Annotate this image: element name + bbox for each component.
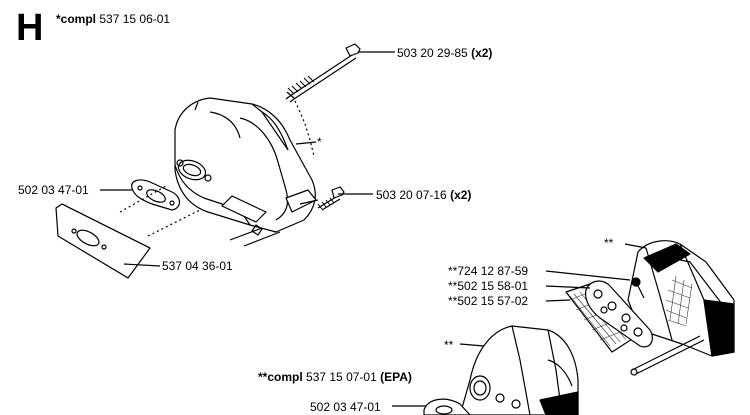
short-screw-quantity: (x2) bbox=[450, 188, 472, 202]
gasket-bottom-drawing bbox=[423, 398, 471, 415]
assembly-header: *compl 537 15 06-01 bbox=[56, 12, 170, 26]
epa-cover-marker: ** bbox=[604, 236, 614, 250]
spark-screw-label: **724 12 87-59 bbox=[448, 264, 529, 278]
assembly-part-number: 537 15 06-01 bbox=[99, 12, 171, 26]
epa-body-marker: ** bbox=[444, 338, 454, 352]
gasket-label: 502 03 47-01 bbox=[18, 183, 89, 197]
spark-plate-label: **502 15 58-01 bbox=[448, 279, 529, 293]
short-screw-part-number: 503 20 07-16 bbox=[376, 188, 447, 202]
gasket-drawing bbox=[131, 179, 181, 211]
epa-assembly-prefix: **compl bbox=[258, 370, 303, 384]
long-screw-quantity: (x2) bbox=[471, 46, 493, 60]
plate-drawing bbox=[55, 203, 151, 279]
muffler-drawing bbox=[174, 97, 319, 247]
epa-assembly-suffix: (EPA) bbox=[380, 370, 412, 384]
long-screw-label: 503 20 29-85 (x2) bbox=[397, 46, 492, 60]
assembly-prefix: *compl bbox=[56, 12, 97, 26]
plate-label: 537 04 36-01 bbox=[162, 259, 233, 273]
long-screw-part-number: 503 20 29-85 bbox=[397, 46, 468, 60]
epa-muffler-drawing bbox=[459, 325, 579, 415]
epa-cover-drawing bbox=[627, 240, 735, 376]
spark-screw-drawing bbox=[631, 277, 645, 299]
short-screw-label: 503 20 07-16 (x2) bbox=[376, 188, 471, 202]
spark-plate-drawing bbox=[585, 280, 653, 348]
section-letter: H bbox=[16, 7, 44, 49]
muffler-marker: * bbox=[317, 135, 322, 149]
long-screw-drawing bbox=[285, 43, 361, 103]
spark-screen-label: **502 15 57-02 bbox=[448, 294, 529, 308]
epa-assembly-part-number: 537 15 07-01 bbox=[306, 370, 377, 384]
short-screw-drawing bbox=[317, 186, 345, 211]
epa-assembly-header: **compl 537 15 07-01 (EPA) bbox=[258, 370, 412, 384]
gasket-bottom-label: 502 03 47-01 bbox=[310, 400, 381, 414]
